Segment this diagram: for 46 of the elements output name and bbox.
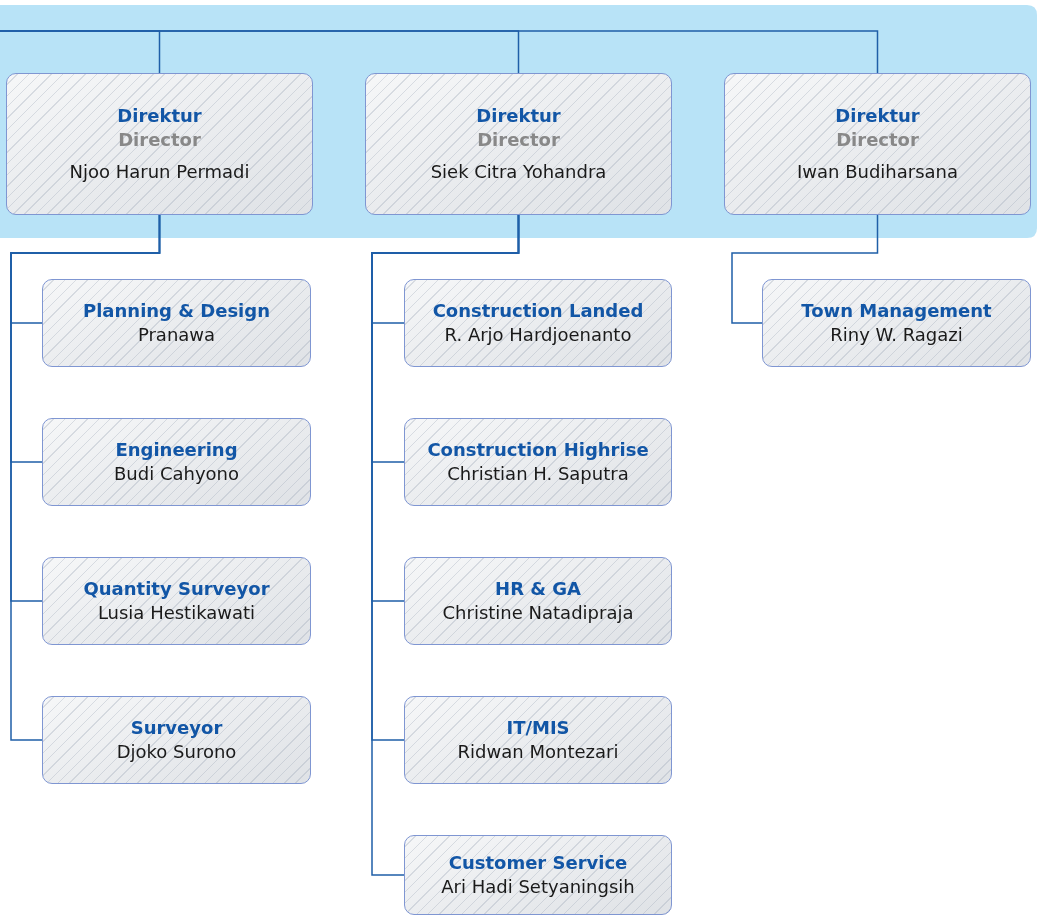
director-box xyxy=(724,73,1031,215)
role-title: IT/MIS xyxy=(506,715,570,740)
person-name: Iwan Budiharsana xyxy=(796,160,959,185)
role-title: Planning & Design xyxy=(83,298,270,323)
person-name: Budi Cahyono xyxy=(114,462,239,486)
department-box xyxy=(762,279,1031,367)
person-name: Lusia Hestikawati xyxy=(97,601,256,625)
department-box xyxy=(42,418,311,506)
department-box xyxy=(404,557,672,645)
connector-line xyxy=(371,214,520,876)
connector-line xyxy=(731,214,879,324)
connector-line xyxy=(10,214,161,741)
role-subtitle: Director xyxy=(477,127,560,152)
person-name: Riny W. Ragazi xyxy=(830,323,963,347)
person-name: Christine Natadipraja xyxy=(442,601,634,625)
department-box xyxy=(404,279,672,367)
role-title: Quantity Surveyor xyxy=(83,576,270,601)
department-box xyxy=(404,418,672,506)
role-title: Construction Highrise xyxy=(427,437,649,462)
department-box xyxy=(42,557,311,645)
role-title: Town Management xyxy=(801,298,992,323)
role-title: Engineering xyxy=(115,437,238,462)
person-name: Christian H. Saputra xyxy=(447,462,629,486)
role-title: HR & GA xyxy=(495,576,581,601)
role-subtitle: Director xyxy=(118,127,201,152)
role-title: Direktur xyxy=(835,103,920,128)
person-name: Ridwan Montezari xyxy=(457,740,619,764)
person-name: Siek Citra Yohandra xyxy=(430,160,607,185)
person-name: Djoko Surono xyxy=(116,740,237,764)
department-box xyxy=(404,696,672,784)
role-title: Direktur xyxy=(476,103,561,128)
department-box xyxy=(404,835,672,915)
role-subtitle: Director xyxy=(836,127,919,152)
director-box xyxy=(6,73,313,215)
role-title: Surveyor xyxy=(130,715,223,740)
person-name: Ari Hadi Setyaningsih xyxy=(441,875,635,899)
person-name: R. Arjo Hardjoenanto xyxy=(444,323,632,347)
person-name: Pranawa xyxy=(137,323,216,347)
department-box xyxy=(42,696,311,784)
person-name: Njoo Harun Permadi xyxy=(69,160,250,185)
role-title: Direktur xyxy=(117,103,202,128)
role-title: Customer Service xyxy=(448,850,628,875)
department-box xyxy=(42,279,311,367)
director-box xyxy=(365,73,672,215)
role-title: Construction Landed xyxy=(432,298,644,323)
connector-line xyxy=(0,30,879,74)
